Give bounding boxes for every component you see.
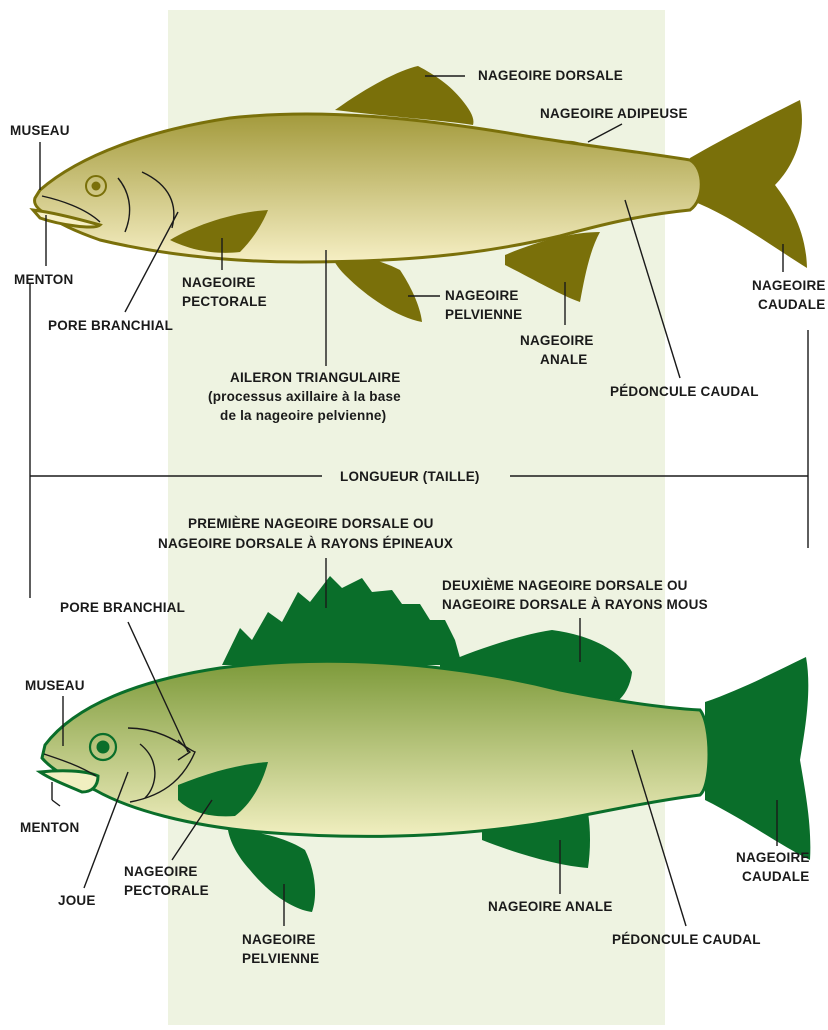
top-label-caudale-2: CAUDALE bbox=[758, 297, 825, 312]
bottom-label-anale: NAGEOIRE ANALE bbox=[488, 899, 613, 914]
top-label-pelvienne-2: PELVIENNE bbox=[445, 307, 522, 322]
bottom-label-pelvienne-1: NAGEOIRE bbox=[242, 932, 316, 947]
top-label-adipeuse: NAGEOIRE ADIPEUSE bbox=[540, 106, 688, 121]
top-label-pectorale-2: PECTORALE bbox=[182, 294, 267, 309]
top-label-pelvienne-1: NAGEOIRE bbox=[445, 288, 519, 303]
bottom-label-premiere-dorsale-2: NAGEOIRE DORSALE À RAYONS ÉPINEAUX bbox=[158, 536, 453, 551]
top-label-menton: MENTON bbox=[14, 272, 73, 287]
bottom-label-caudale-1: NAGEOIRE bbox=[736, 850, 810, 865]
bottom-label-pore-branchial: PORE BRANCHIAL bbox=[60, 600, 185, 615]
top-label-dorsale: NAGEOIRE DORSALE bbox=[478, 68, 623, 83]
bottom-label-joue: JOUE bbox=[58, 893, 96, 908]
length-label: LONGUEUR (TAILLE) bbox=[340, 469, 480, 484]
top-label-pore-branchial: PORE BRANCHIAL bbox=[48, 318, 173, 333]
top-label-anale-1: NAGEOIRE bbox=[520, 333, 594, 348]
bottom-label-pedoncule: PÉDONCULE CAUDAL bbox=[612, 932, 761, 947]
bottom-label-caudale-2: CAUDALE bbox=[742, 869, 809, 884]
bottom-label-deuxieme-dorsale-2: NAGEOIRE DORSALE À RAYONS MOUS bbox=[442, 597, 708, 612]
walleye-mouth bbox=[40, 771, 98, 792]
bottom-label-pectorale-1: NAGEOIRE bbox=[124, 864, 198, 879]
bottom-label-deuxieme-dorsale-1: DEUXIÈME NAGEOIRE DORSALE OU bbox=[442, 578, 688, 593]
bottom-label-pelvienne-2: PELVIENNE bbox=[242, 951, 319, 966]
bottom-label-museau: MUSEAU bbox=[25, 678, 85, 693]
top-label-aileron-3: de la nageoire pelvienne) bbox=[220, 408, 386, 423]
top-label-pectorale-1: NAGEOIRE bbox=[182, 275, 256, 290]
top-label-caudale-1: NAGEOIRE bbox=[752, 278, 826, 293]
walleye-caudal-fin bbox=[705, 657, 810, 860]
top-label-pedoncule: PÉDONCULE CAUDAL bbox=[610, 384, 759, 399]
bottom-label-premiere-dorsale-1: PREMIÈRE NAGEOIRE DORSALE OU bbox=[188, 516, 434, 531]
top-label-anale-2: ANALE bbox=[540, 352, 588, 367]
bottom-label-pectorale-2: PECTORALE bbox=[124, 883, 209, 898]
top-label-museau: MUSEAU bbox=[10, 123, 70, 138]
trout-caudal-fin bbox=[690, 100, 807, 268]
top-label-aileron-1: AILERON TRIANGULAIRE bbox=[230, 370, 401, 385]
top-label-aileron-2: (processus axillaire à la base bbox=[208, 389, 401, 404]
bottom-label-menton: MENTON bbox=[20, 820, 79, 835]
